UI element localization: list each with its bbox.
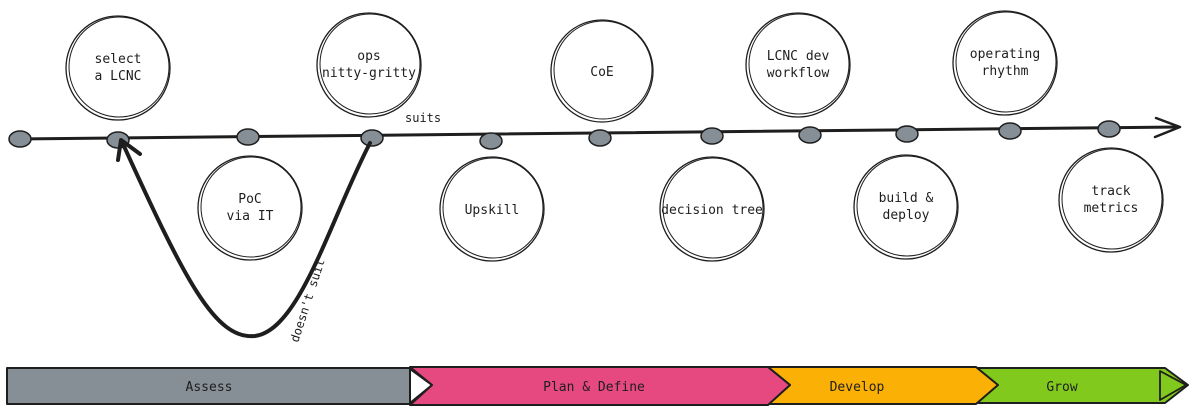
phase-bar: Assess Plan & Define Develop Grow — [6, 366, 1189, 406]
milestone-circle — [659, 156, 765, 262]
timeline-dot — [1097, 120, 1121, 138]
milestone-operating-rhythm: operating rhythm — [952, 10, 1058, 116]
timeline-dot — [236, 128, 260, 146]
timeline-dot — [998, 122, 1022, 140]
milestone-circle — [745, 12, 851, 118]
milestone-label: deploy — [883, 208, 930, 223]
milestone-circle-sketch — [442, 157, 544, 259]
milestone-circle-sketch — [1061, 148, 1163, 250]
milestone-circle — [197, 155, 303, 261]
phase-label-grow: Grow — [1046, 380, 1077, 395]
milestone-circle — [439, 156, 545, 262]
milestone-circle-sketch — [68, 16, 170, 118]
milestone-label: ops — [357, 49, 380, 64]
timeline — [14, 116, 1182, 141]
milestone-label: select — [95, 52, 142, 67]
timeline-dots — [8, 120, 1121, 150]
timeline-dot — [479, 132, 503, 150]
milestone-circle-sketch — [553, 20, 653, 120]
timeline-dot — [588, 129, 612, 147]
timeline-line — [14, 125, 1180, 141]
milestone-label: LCNC dev — [767, 49, 830, 64]
phase-grow-segment — [975, 367, 1189, 404]
milestone-coe: CoE — [550, 19, 654, 123]
milestone-circle-sketch — [955, 11, 1057, 113]
milestone-label: a LCNC — [95, 69, 142, 84]
milestone-circle — [1058, 147, 1164, 253]
milestone-circle-sketch — [200, 156, 302, 258]
milestone-label: decision tree — [661, 203, 763, 218]
milestone-label: build & — [879, 191, 934, 206]
milestone-dev-workflow: LCNC dev workflow — [745, 12, 851, 118]
timeline-dot — [8, 130, 32, 148]
milestone-label: rhythm — [982, 64, 1029, 79]
milestone-build-deploy: build & deploy — [853, 154, 959, 260]
milestone-poc: PoC via IT — [197, 155, 303, 261]
milestone-circle-sketch — [748, 13, 850, 115]
phase-assess-arrowhead — [409, 368, 433, 404]
suits-label: suits — [405, 111, 441, 125]
loop-arrowhead — [116, 138, 142, 162]
timeline-dot — [798, 126, 822, 144]
milestone-circle-sketch — [662, 157, 764, 259]
milestone-upskill: Upskill — [439, 156, 545, 262]
milestone-select-lcnc: select a LCNC — [65, 15, 171, 121]
milestone-track-metrics: track metrics — [1058, 147, 1164, 253]
milestone-circle — [316, 12, 422, 118]
milestone-label: Upskill — [465, 203, 520, 218]
phase-grow-arrowhead — [1159, 370, 1187, 401]
loop-arrow-path — [121, 141, 372, 339]
phase-assess-segment — [6, 367, 411, 405]
milestone-label: workflow — [767, 66, 830, 81]
milestone-decision-tree: decision tree — [659, 156, 765, 262]
milestone-label: PoC — [238, 192, 261, 207]
doesnt-suit-loop — [116, 138, 372, 339]
milestone-circle-sketch — [856, 155, 958, 257]
timeline-arrowhead — [1153, 116, 1182, 139]
milestone-label: metrics — [1084, 201, 1139, 216]
milestone-circle — [952, 10, 1058, 116]
phase-label-assess: Assess — [186, 380, 233, 395]
phase-label-plan: Plan & Define — [543, 380, 645, 395]
timeline-dot — [360, 129, 384, 147]
milestone-label: track — [1091, 184, 1130, 199]
milestone-circle — [65, 15, 171, 121]
milestone-label: via IT — [227, 209, 274, 224]
milestone-ops: ops nitty-gritty — [316, 12, 422, 118]
phase-label-develop: Develop — [830, 380, 885, 395]
milestone-label: operating — [970, 47, 1040, 62]
milestone-label: nitty-gritty — [322, 66, 416, 81]
timeline-dot — [895, 125, 919, 143]
timeline-dot — [700, 127, 724, 145]
milestone-circle — [550, 19, 654, 123]
milestone-circle — [853, 154, 959, 260]
milestone-label: CoE — [590, 65, 613, 80]
milestone-circle-sketch — [319, 13, 421, 115]
